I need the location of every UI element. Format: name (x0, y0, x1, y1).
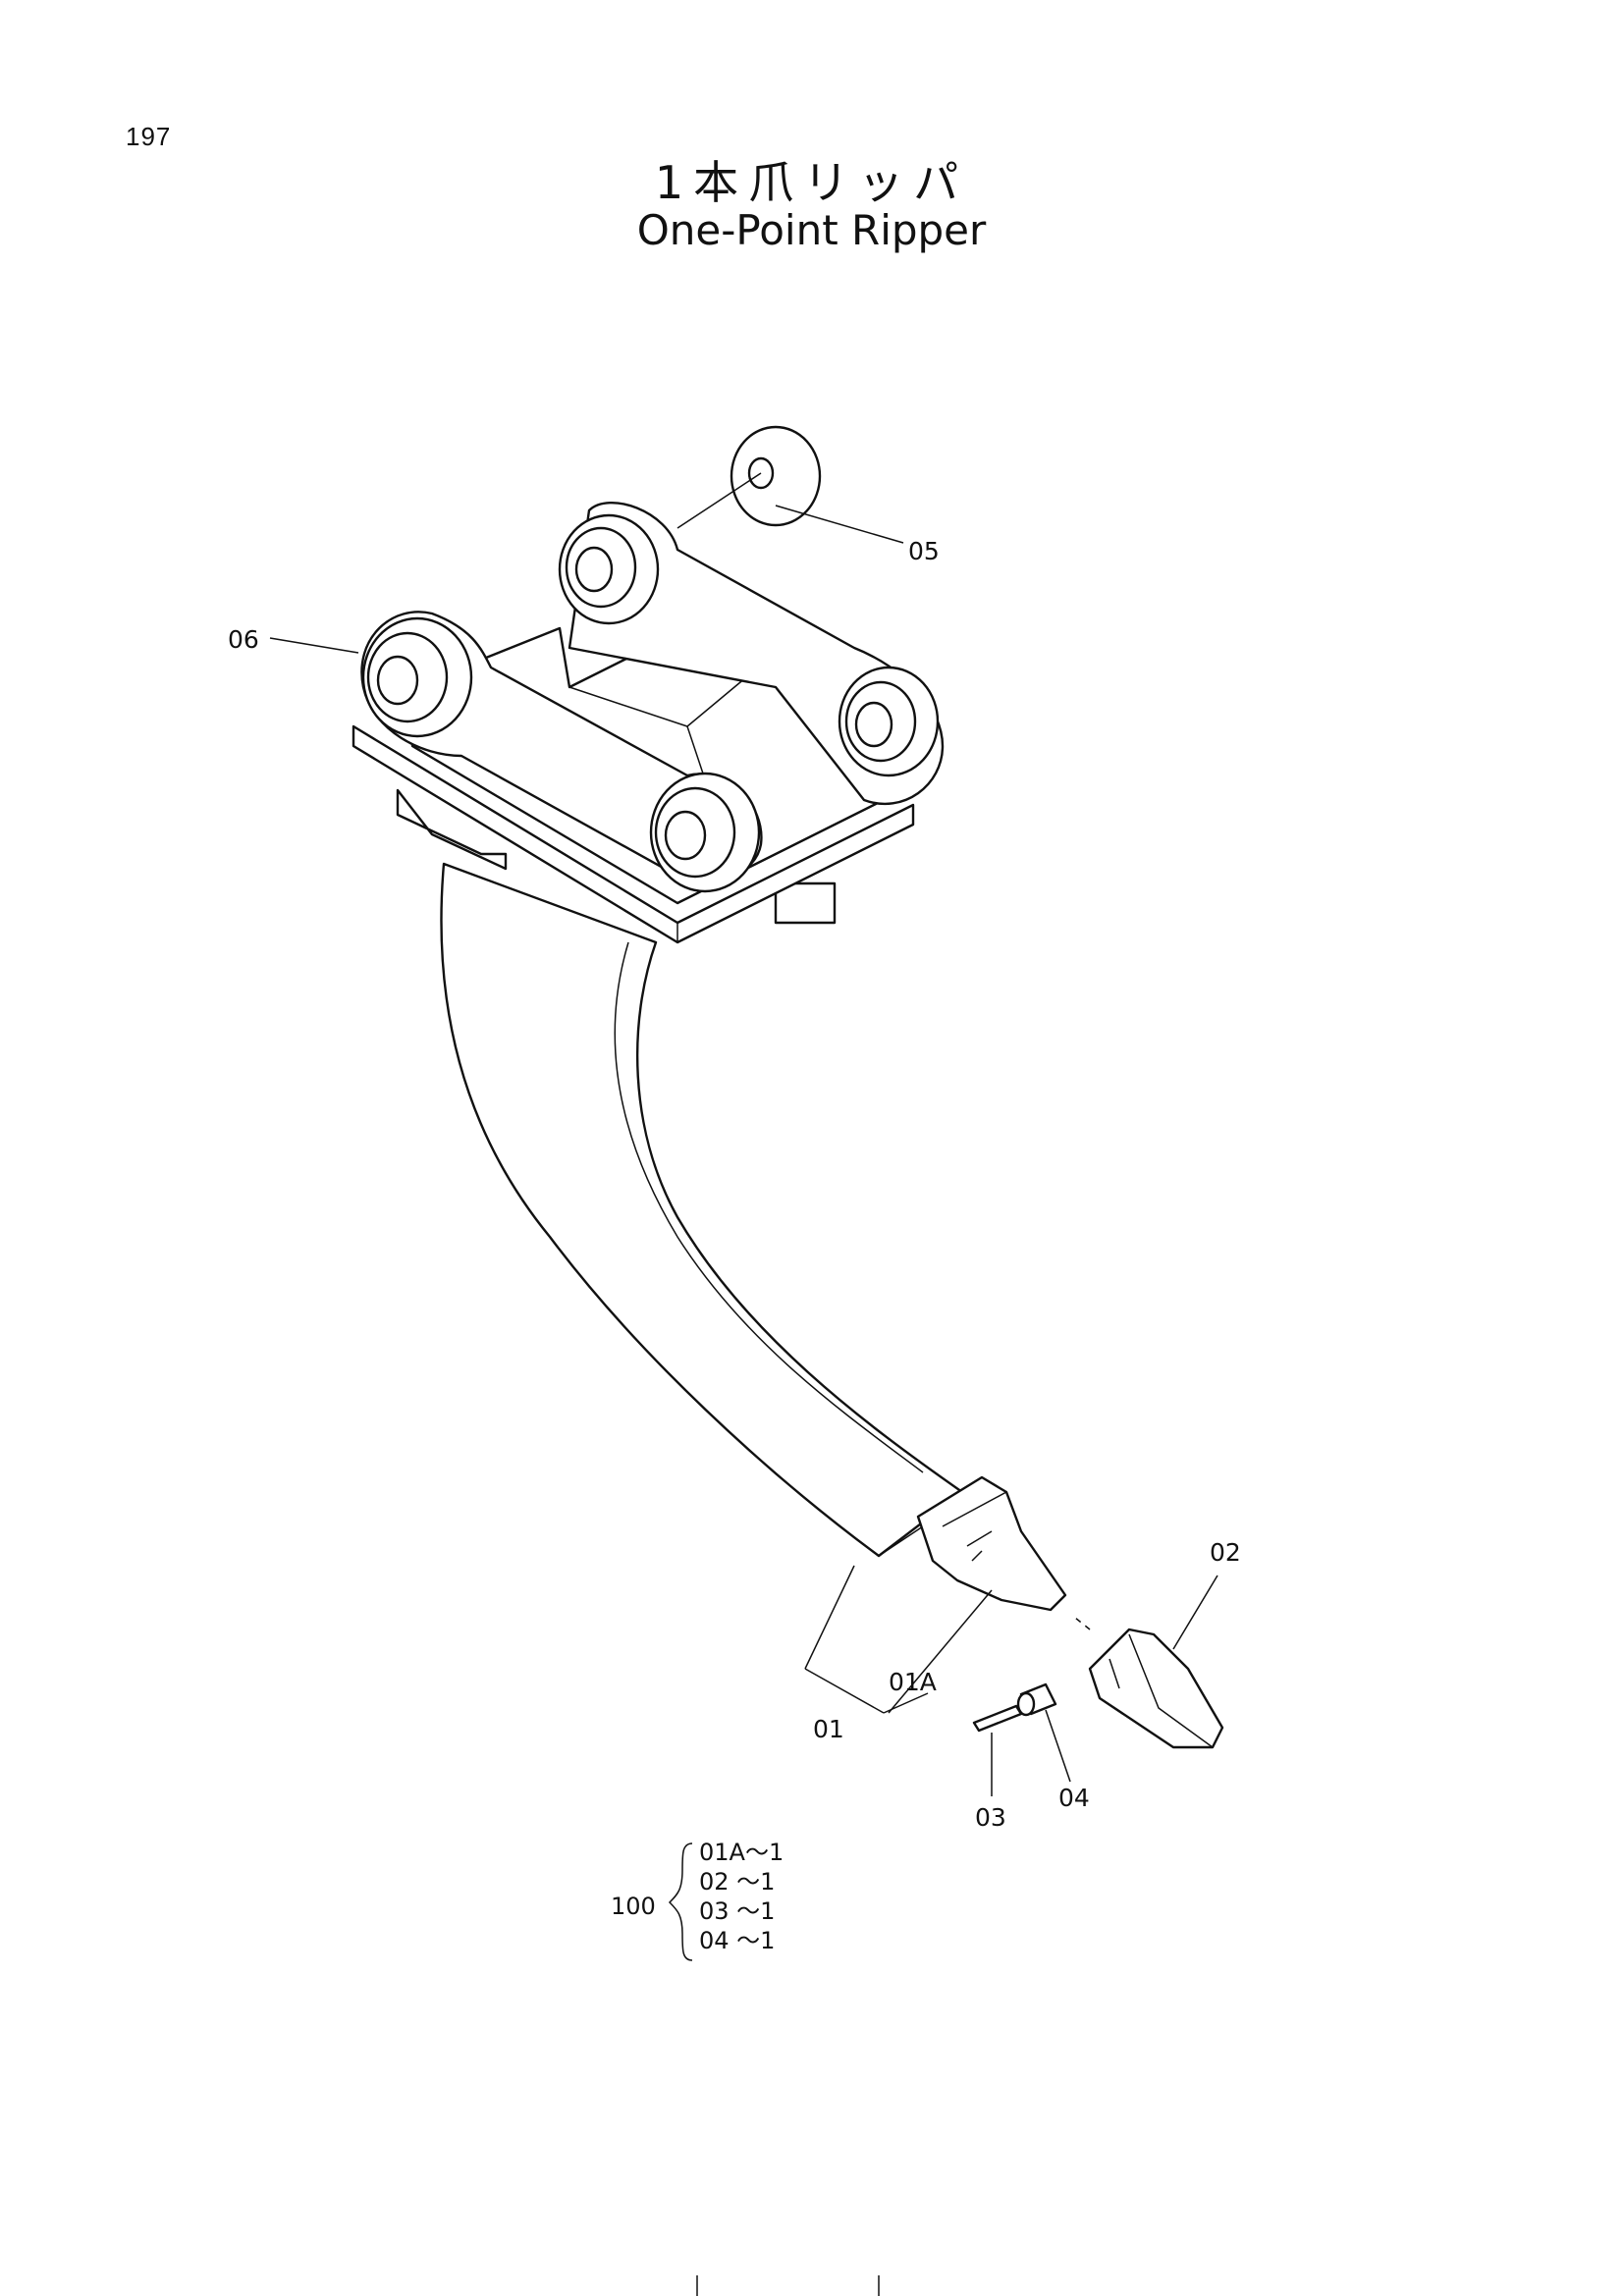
boss-front-bottom (649, 772, 761, 893)
tooth-02 (1074, 1617, 1224, 1749)
boss-front-top (361, 616, 473, 738)
assembly-item: 02 ～1 (699, 1868, 775, 1896)
callout-01: 01 (813, 1715, 844, 1743)
callout-02: 02 (1210, 1538, 1241, 1567)
callout-06: 06 (228, 625, 259, 654)
page-title-japanese: 1本爪リッパ (654, 156, 969, 209)
ripper-shank (440, 862, 983, 1558)
washer-05 (676, 425, 822, 529)
assembly-number: 100 (611, 1893, 656, 1920)
callout-05: 05 (908, 537, 940, 565)
boss-rear-bottom (838, 666, 940, 777)
assembly-item: 01A～1 (699, 1839, 784, 1866)
callout-03: 03 (975, 1803, 1006, 1832)
callout-01A: 01A (889, 1668, 937, 1696)
assembly-item: 04 ～1 (699, 1927, 775, 1954)
callout-04: 04 (1058, 1784, 1090, 1812)
pin-03 (972, 1704, 1023, 1733)
page-title-english: One-Point Ripper (636, 206, 987, 254)
assembly-note: 100 01A～1 02 ～1 03 ～1 04 ～1 (611, 1839, 784, 1961)
leader-lines (269, 505, 1218, 1796)
retainer-04 (1016, 1682, 1057, 1717)
page-number: 197 (126, 122, 172, 151)
ripper-tip-adapter (916, 1475, 1067, 1612)
assembly-item: 03 ～1 (699, 1897, 775, 1925)
margin-marks (696, 2275, 880, 2296)
boss-rear-top (558, 513, 660, 625)
